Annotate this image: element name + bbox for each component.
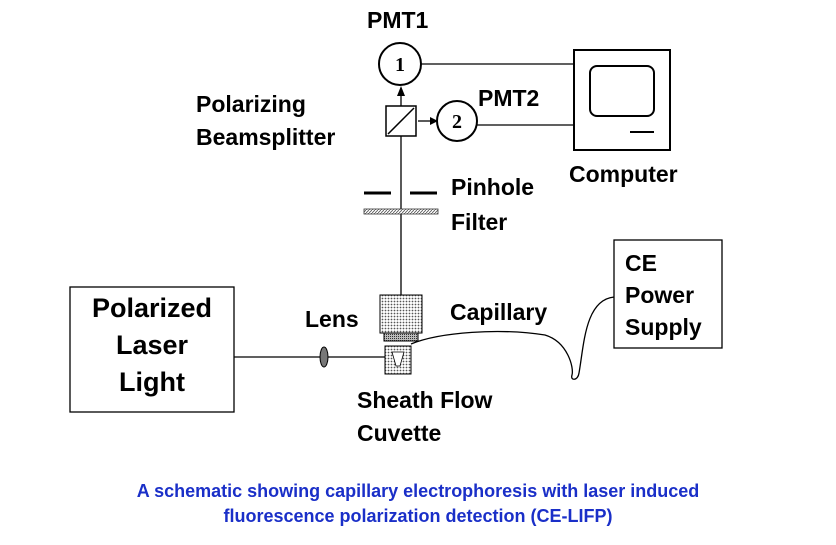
laser-label-line2: Laser — [116, 330, 189, 360]
beamsplitter-label: Beamsplitter — [196, 124, 335, 150]
laser-label-line1: Polarized — [92, 293, 212, 323]
ce-label-line2: Power — [625, 282, 694, 308]
cuvette-label: Cuvette — [357, 420, 441, 446]
arrow-to-pmt1 — [397, 86, 405, 96]
pinhole-label: Pinhole — [451, 174, 534, 200]
polarizing-label: Polarizing — [196, 91, 306, 117]
polarizing-beamsplitter — [385, 105, 417, 137]
lens-label: Lens — [305, 306, 359, 332]
pmt1-number: 1 — [395, 54, 405, 76]
ce-power-supply-box — [613, 239, 723, 349]
arrow-to-pmt2 — [430, 117, 438, 125]
laser-box — [69, 286, 235, 413]
ce-label-line3: Supply — [625, 314, 702, 340]
capillary-label: Capillary — [450, 299, 547, 325]
collection-lens — [379, 294, 423, 342]
filter-label: Filter — [451, 209, 507, 235]
pmt2-circle — [436, 100, 478, 142]
computer — [573, 49, 671, 151]
laser-label-line3: Light — [119, 367, 185, 397]
capillary-tube — [410, 296, 615, 380]
sheath-flow-label: Sheath Flow — [357, 387, 493, 413]
pmt2-number: 2 — [452, 111, 462, 133]
focusing-lens — [319, 346, 329, 368]
computer-label: Computer — [569, 161, 678, 187]
pmt1: 1 — [378, 42, 422, 86]
filter — [363, 208, 439, 215]
pmt1-label: PMT1 — [367, 7, 429, 33]
ce-label-line1: CE — [625, 250, 657, 276]
sheath-flow-cuvette — [384, 345, 412, 375]
computer-screen — [589, 65, 655, 117]
caption-line1: A schematic showing capillary electropho… — [137, 481, 700, 501]
caption-line2: fluorescence polarization detection (CE-… — [223, 506, 612, 526]
pmt2: 2 — [436, 100, 478, 142]
pmt2-label: PMT2 — [478, 85, 539, 111]
